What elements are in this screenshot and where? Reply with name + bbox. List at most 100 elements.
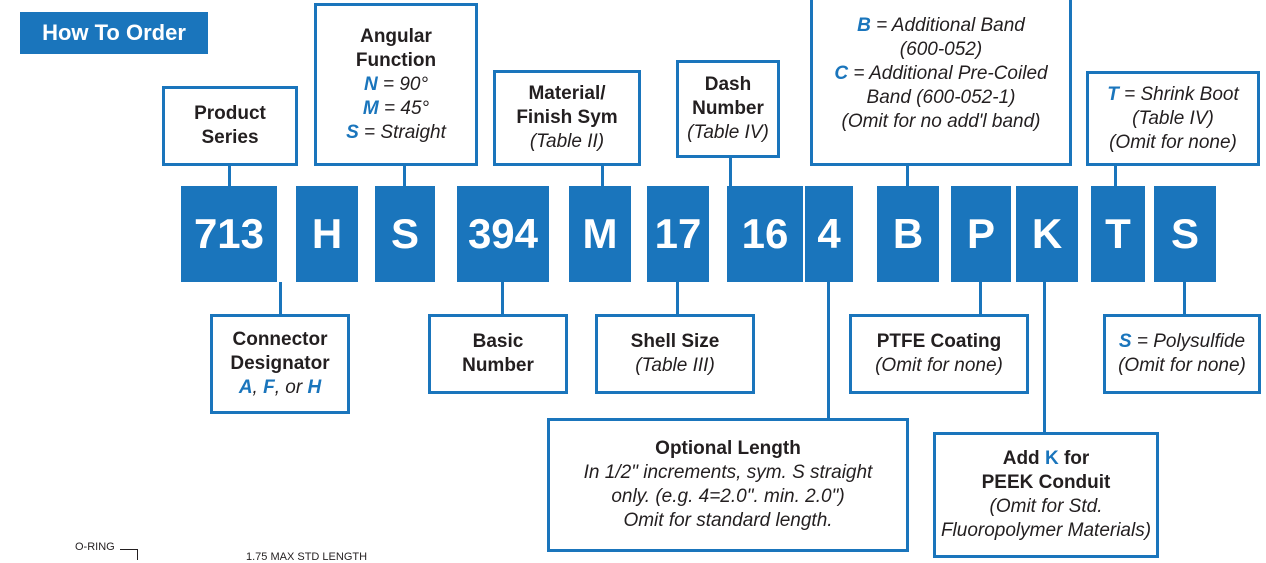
- band-b-text: = Additional Band: [870, 15, 1025, 36]
- shell-size-line2: (Table III): [635, 355, 715, 376]
- connector-line: [403, 166, 406, 186]
- code-dash-number: 16: [727, 186, 803, 282]
- connector-line: [228, 166, 231, 186]
- optional-length-line3: Omit for standard length.: [623, 510, 833, 531]
- optional-length-title: Optional Length: [655, 438, 801, 459]
- dash-number-line3: (Table IV): [687, 122, 769, 143]
- code-angular-function: S: [375, 186, 435, 282]
- angular-n-code: N: [363, 73, 378, 95]
- connector-line: [827, 282, 830, 418]
- code-polysulfide: S: [1154, 186, 1216, 282]
- connector-f: F: [263, 377, 275, 398]
- basic-number-label: Basic Number: [428, 314, 568, 394]
- angular-m-option: M = 45°: [363, 97, 429, 121]
- code-connector-designator: H: [296, 186, 358, 282]
- angular-function-label: Angular Function N = 90° M = 45° S = Str…: [314, 3, 478, 166]
- code-shell-size: 17: [647, 186, 709, 282]
- code-optional-length: 4: [805, 186, 853, 282]
- polysulfide-s-text: = Polysulfide: [1131, 331, 1246, 352]
- oring-leader-line: [137, 549, 138, 560]
- material-line2: Finish Sym: [516, 107, 618, 128]
- product-series-label: Product Series: [162, 86, 298, 166]
- connector-line: [729, 158, 732, 186]
- polysulfide-s-option: S = Polysulfide: [1119, 330, 1245, 354]
- connector-sep1: ,: [252, 377, 264, 398]
- code-additional-band: B: [877, 186, 939, 282]
- shrink-line3: (Omit for none): [1109, 131, 1237, 153]
- oring-callout: O-RING: [75, 541, 115, 553]
- peek-line3: (Omit for Std.: [989, 496, 1103, 517]
- additional-band-label: B = Additional Band (600-052) C = Additi…: [810, 0, 1072, 166]
- connector-line: [601, 166, 604, 186]
- peek-line4: Fluoropolymer Materials): [940, 520, 1152, 541]
- code-ptfe-coating: P: [951, 186, 1011, 282]
- shrink-line2: (Table IV): [1132, 107, 1214, 129]
- angular-s-code: S: [346, 121, 359, 143]
- product-series-line1: Product: [194, 103, 266, 124]
- code-product-series: 713: [181, 186, 277, 282]
- angular-s-option: S = Straight: [346, 121, 446, 145]
- peek-post: for: [1058, 448, 1090, 469]
- band-b-option: B = Additional Band: [857, 14, 1025, 38]
- shrink-t-option: T = Shrink Boot: [1107, 83, 1238, 107]
- band-c-code: C: [834, 63, 849, 84]
- angular-line2: Function: [355, 49, 437, 71]
- connector-line: [279, 282, 282, 314]
- dash-number-line2: Number: [692, 98, 764, 119]
- connector-h: H: [307, 377, 322, 398]
- angular-line1: Angular: [360, 25, 432, 47]
- connector-line: [1114, 166, 1117, 186]
- product-series-line2: Series: [201, 127, 259, 148]
- basic-number-line2: Number: [462, 355, 534, 376]
- band-b-sub: (600-052): [899, 39, 983, 60]
- dash-number-line1: Dash: [704, 74, 752, 95]
- optional-length-label: Optional Length In 1/2" increments, sym.…: [547, 418, 909, 552]
- connector-line: [1183, 282, 1186, 314]
- material-line1: Material/: [528, 83, 606, 104]
- angular-n-text: = 90°: [377, 73, 429, 95]
- connector-line1: Connector: [232, 329, 328, 350]
- polysulfide-line2: (Omit for none): [1118, 355, 1246, 376]
- shrink-t-text: = Shrink Boot: [1118, 83, 1239, 105]
- basic-number-line1: Basic: [472, 331, 524, 352]
- band-c-option: C = Additional Pre-Coiled: [834, 62, 1047, 86]
- shrink-boot-label: T = Shrink Boot (Table IV) (Omit for non…: [1086, 71, 1260, 166]
- polysulfide-label: S = Polysulfide (Omit for none): [1103, 314, 1261, 394]
- band-c-sub: Band (600-052-1): [866, 87, 1016, 108]
- oring-leader-line: [120, 549, 138, 550]
- shell-size-line1: Shell Size: [630, 331, 720, 352]
- band-omit: (Omit for no add'l band): [841, 111, 1041, 132]
- code-basic-number: 394: [457, 186, 549, 282]
- peek-line2: PEEK Conduit: [981, 472, 1111, 493]
- connector-line: [676, 282, 679, 314]
- shell-size-label: Shell Size (Table III): [595, 314, 755, 394]
- page-title: How To Order: [20, 12, 208, 54]
- max-length-callout: 1.75 MAX STD LENGTH: [246, 551, 368, 563]
- ptfe-line1: PTFE Coating: [876, 331, 1002, 352]
- connector-line: [1043, 282, 1046, 432]
- code-material-finish: M: [569, 186, 631, 282]
- polysulfide-s-code: S: [1118, 331, 1132, 352]
- peek-pre: Add: [1002, 448, 1045, 469]
- ptfe-line2: (Omit for none): [875, 355, 1003, 376]
- connector-line2: Designator: [230, 353, 330, 374]
- connector-a: A: [238, 377, 253, 398]
- connector-designator-label: Connector Designator A, F, or H: [210, 314, 350, 414]
- optional-length-line1: In 1/2" increments, sym. S straight: [583, 462, 873, 483]
- peek-conduit-label: Add K for PEEK Conduit (Omit for Std. Fl…: [933, 432, 1159, 558]
- code-shrink-boot: T: [1091, 186, 1145, 282]
- angular-n-option: N = 90°: [364, 73, 428, 97]
- material-finish-label: Material/ Finish Sym (Table II): [493, 70, 641, 166]
- material-line3: (Table II): [529, 131, 605, 152]
- connector-sep2: , or: [274, 377, 308, 398]
- band-b-code: B: [857, 15, 871, 36]
- angular-m-code: M: [362, 97, 379, 119]
- angular-m-text: = 45°: [378, 97, 430, 119]
- band-c-text: = Additional Pre-Coiled: [848, 63, 1048, 84]
- peek-k-code: K: [1044, 448, 1059, 469]
- ptfe-coating-label: PTFE Coating (Omit for none): [849, 314, 1029, 394]
- code-peek-conduit: K: [1016, 186, 1078, 282]
- dash-number-label: Dash Number (Table IV): [676, 60, 780, 158]
- connector-options: A, F, or H: [239, 376, 321, 400]
- angular-s-text: = Straight: [358, 121, 446, 143]
